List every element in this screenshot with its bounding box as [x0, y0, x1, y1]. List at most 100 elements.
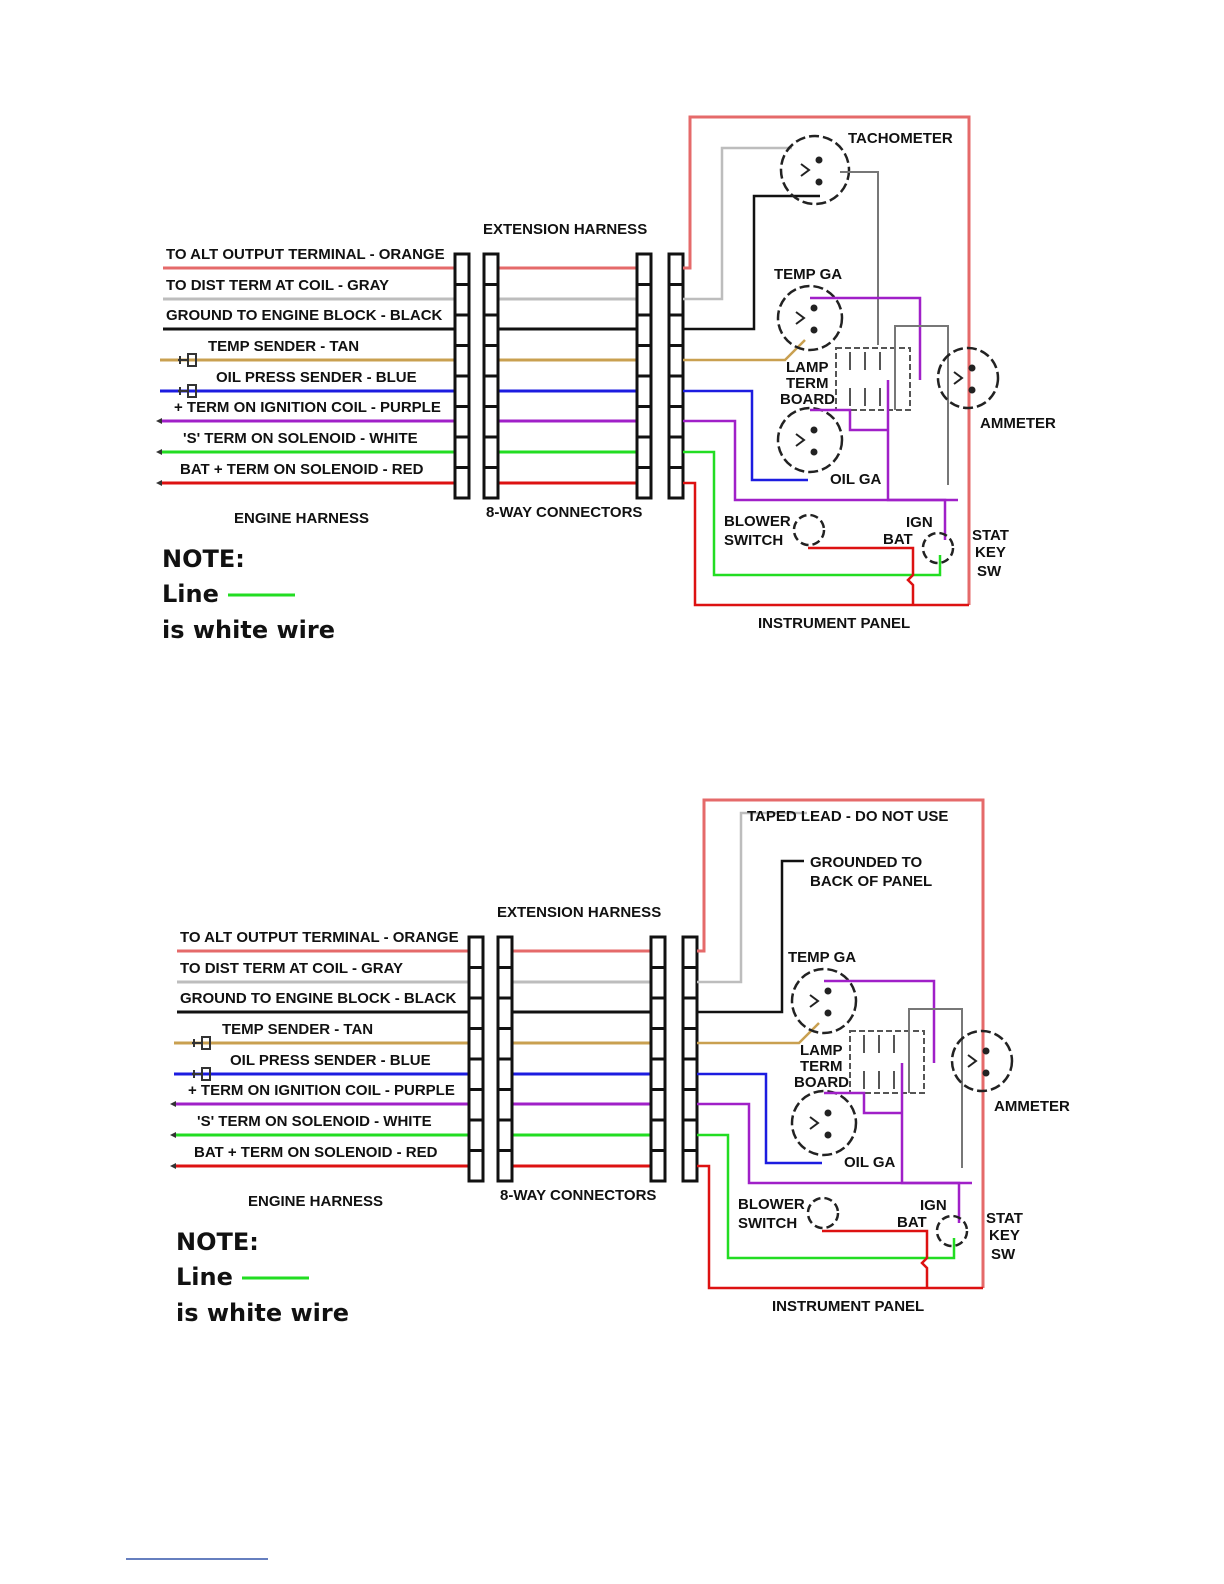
red-key-wire [822, 1229, 929, 1288]
note-text: is white wire [176, 1299, 349, 1327]
temp-gauge-ring [790, 967, 858, 1035]
temp-sender-plug-icon [178, 353, 197, 367]
blower-switch-icon [806, 1196, 840, 1230]
orange-panel-wire [697, 798, 985, 1288]
grounded-label-line1: GROUNDED TO [810, 854, 923, 871]
engine-wire-label: + TERM ON IGNITION COIL - PURPLE [188, 1082, 455, 1099]
sw-label: SW [977, 563, 1002, 580]
temp-gauge-terminal-a [810, 304, 818, 312]
note-title: NOTE: [162, 545, 245, 573]
engine-wire-label: TO ALT OUTPUT TERMINAL - ORANGE [180, 929, 459, 946]
engine-wire-label: OIL PRESS SENDER - BLUE [230, 1052, 431, 1069]
note-line-label: Line [176, 1263, 233, 1291]
blower-label: BLOWER [738, 1196, 805, 1213]
board-label: BOARD [794, 1074, 849, 1091]
wire-end-arrow-icon [170, 1132, 176, 1138]
ammeter-gauge [950, 1029, 1014, 1093]
blower-switch-icon [792, 513, 826, 547]
temp-purple-wire [810, 296, 922, 380]
oil-sender-plug-icon [192, 1067, 211, 1081]
diagram-1: TO ALT OUTPUT TERMINAL - ORANGE TO DIST T… [156, 115, 1056, 644]
engine-wire-label: TO DIST TERM AT COIL - GRAY [166, 277, 389, 294]
temp-gauge-terminal-b [810, 326, 818, 334]
temp-gauge-needle [795, 311, 806, 325]
white-panel-wire [697, 1133, 956, 1260]
temp-sender-plug-icon [192, 1036, 211, 1050]
ammeter-gauge-ring [936, 346, 1000, 410]
oil-purple-wire [810, 408, 888, 432]
ammeter-gauge-terminal-b [968, 386, 976, 394]
engine-wire-label: TO ALT OUTPUT TERMINAL - ORANGE [166, 246, 445, 263]
tachometer-gauge-ring [779, 134, 851, 206]
sw-label: SW [991, 1246, 1016, 1263]
ammeter-gauge-terminal-a [982, 1047, 990, 1055]
temp-gauge-terminal-a [824, 987, 832, 995]
engine-harness-label: ENGINE HARNESS [248, 1193, 383, 1210]
connector-engine-b [496, 935, 514, 1183]
ammeter-gauge-needle [953, 371, 964, 385]
oil-gauge [776, 406, 844, 474]
wire-end-arrow-icon [156, 449, 162, 455]
wire-end-arrow-icon [170, 1101, 176, 1107]
engine-wire-label: TEMP SENDER - TAN [222, 1021, 373, 1038]
gray-panel-wire [683, 146, 792, 301]
engine-wire-label: GROUND TO ENGINE BLOCK - BLACK [180, 990, 457, 1007]
term-label: TERM [800, 1058, 843, 1075]
ammeter-gauge [936, 346, 1000, 410]
oil-purple-wire [824, 1091, 902, 1115]
connectors-label: 8-WAY CONNECTORS [500, 1187, 656, 1204]
temp-gauge [776, 284, 844, 352]
connectors-label: 8-WAY CONNECTORS [486, 504, 642, 521]
red-panel-wire [683, 481, 969, 607]
connector-panel-a [635, 252, 653, 500]
red-panel-wire [697, 1164, 983, 1290]
black-panel-wire [683, 194, 820, 331]
lamp-label: LAMP [786, 359, 829, 376]
tachometer-label: TACHOMETER [848, 130, 953, 147]
connector-panel-b [681, 935, 699, 1183]
engine-wire-label: 'S' TERM ON SOLENOID - WHITE [197, 1113, 432, 1130]
temp-gauge-terminal-b [824, 1009, 832, 1017]
wire-end-arrow-icon [170, 1163, 176, 1169]
lamp-term-board-box [849, 1030, 925, 1094]
instrument-panel-label: INSTRUMENT PANEL [772, 1298, 924, 1315]
engine-wire-label: GROUND TO ENGINE BLOCK - BLACK [166, 307, 443, 324]
tachometer-gauge-needle [800, 163, 811, 177]
board-label: BOARD [780, 391, 835, 408]
temp-ga-label: TEMP GA [788, 949, 856, 966]
tachometer-gauge [779, 134, 851, 206]
tachometer-gauge-terminal-b [815, 178, 823, 186]
tachometer-gauge-terminal-a [815, 156, 823, 164]
tach-to-board-wire [840, 171, 879, 345]
blue-panel-wire [697, 1072, 822, 1165]
oil-gauge-terminal-b [824, 1131, 832, 1139]
temp-gauge-ring [776, 284, 844, 352]
key-label: KEY [989, 1227, 1020, 1244]
white-panel-wire [683, 450, 942, 577]
note-title: NOTE: [176, 1228, 259, 1256]
black-panel-wire [697, 859, 804, 1014]
taped-lead-label: TAPED LEAD - DO NOT USE [747, 808, 948, 825]
oil-gauge-terminal-a [810, 426, 818, 434]
gray-panel-wire [697, 811, 807, 984]
connector-engine-a [453, 252, 471, 500]
ammeter-gauge-needle [967, 1054, 978, 1068]
tan-panel-wire [697, 1022, 820, 1045]
extension-harness-label: EXTENSION HARNESS [497, 904, 661, 921]
temp-gauge [790, 967, 858, 1035]
engine-wire-label: TO DIST TERM AT COIL - GRAY [180, 960, 403, 977]
connector-engine-a [467, 935, 485, 1183]
bat-label: BAT [883, 531, 913, 548]
board-to-ammeter-wire [908, 1008, 963, 1168]
blower-label: BLOWER [724, 513, 791, 530]
ammeter-label: AMMETER [980, 415, 1056, 432]
ign-label: IGN [906, 514, 933, 531]
extension-harness-label: EXTENSION HARNESS [483, 221, 647, 238]
ammeter-gauge-terminal-b [982, 1069, 990, 1077]
switch-label: SWITCH [738, 1215, 797, 1232]
engine-wire-label: + TERM ON IGNITION COIL - PURPLE [174, 399, 441, 416]
oil-ga-label: OIL GA [844, 1154, 896, 1171]
oil-gauge [790, 1089, 858, 1157]
instrument-panel-label: INSTRUMENT PANEL [758, 615, 910, 632]
